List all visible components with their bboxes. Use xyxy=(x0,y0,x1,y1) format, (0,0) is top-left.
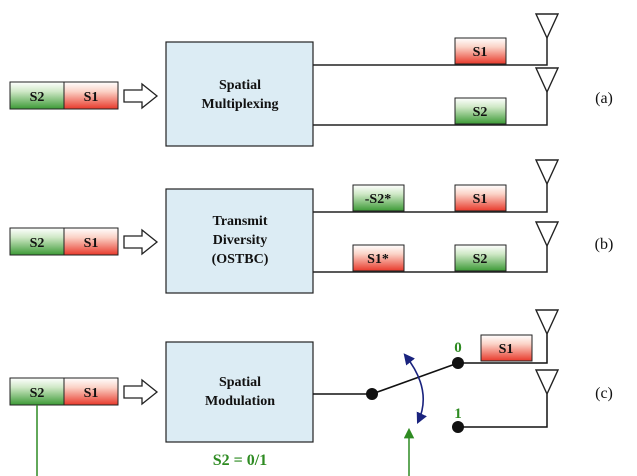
block-title-line2: Diversity xyxy=(213,233,267,248)
antenna-2-icon xyxy=(534,221,560,248)
ant1-symbol-b-box xyxy=(454,184,507,212)
block-title-line1: Transmit xyxy=(213,214,268,229)
feed-line-ant2 xyxy=(313,246,548,273)
ant2-symbol-a-box xyxy=(352,244,405,272)
ant1-symbol-box xyxy=(454,37,507,65)
antenna-1-icon xyxy=(534,309,560,336)
symbol-s2-box xyxy=(9,377,65,406)
symbol-s1-box xyxy=(63,81,119,110)
symbol-s1-box xyxy=(63,377,119,406)
ant2-symbol-b-label: S2 xyxy=(473,252,488,267)
symbol-s2-box xyxy=(9,81,65,110)
panel-label-a: (a) xyxy=(595,90,613,107)
hollow-arrow-icon xyxy=(123,378,159,406)
symbol-s2-label: S2 xyxy=(30,90,45,105)
hollow-arrow-icon xyxy=(123,228,159,256)
spatial-multiplexing-block xyxy=(165,41,314,147)
antenna-1-icon xyxy=(534,159,560,186)
block-title-line2: Multiplexing xyxy=(201,97,278,112)
symbol-s2-label: S2 xyxy=(30,236,45,251)
antenna-2-icon xyxy=(534,67,560,94)
feed-line-ant1 xyxy=(313,38,548,66)
symbol-s1-label: S1 xyxy=(84,90,99,105)
switch-pivot-dot xyxy=(366,388,378,400)
ant1-symbol-a-label: -S2* xyxy=(365,192,391,207)
feed-line-ant1 xyxy=(458,334,548,364)
input-symbols-b: S2 S1 xyxy=(9,227,119,256)
antenna-2-icon xyxy=(534,369,560,396)
spatial-modulation-block xyxy=(165,341,314,443)
ant1-symbol-b-label: S1 xyxy=(473,192,488,207)
panel-a: S2 S1 Spatial Multiplexing S1 S2 (a) xyxy=(9,13,613,147)
switch-toggle-arrow-icon xyxy=(403,353,427,425)
panel-label-b: (b) xyxy=(595,236,614,253)
input-symbols-a: S2 S1 xyxy=(9,81,119,110)
ant2-symbol-a-label: S1* xyxy=(367,252,389,267)
hollow-arrow-icon xyxy=(123,82,159,110)
input-symbols-c: S2 S1 xyxy=(9,377,119,406)
switch-label-0: 0 xyxy=(454,340,462,356)
symbol-s1-label: S1 xyxy=(84,236,99,251)
ant2-symbol-label: S2 xyxy=(473,105,488,120)
symbol-s1-label: S1 xyxy=(84,386,99,401)
symbol-s2-label: S2 xyxy=(30,386,45,401)
switch-blade xyxy=(371,362,459,395)
block-title-line1: Spatial xyxy=(219,78,261,93)
block-title-line1: Spatial xyxy=(219,375,261,390)
ant1-symbol-box xyxy=(480,334,533,362)
block-title-line3: (OSTBC) xyxy=(212,252,269,267)
switch-label-1: 1 xyxy=(454,406,462,422)
control-bit-label: S2 = 0/1 xyxy=(213,452,267,469)
ant1-symbol-label: S1 xyxy=(499,342,514,357)
symbol-s2-box xyxy=(9,227,65,256)
feed-line-ant2 xyxy=(313,92,548,126)
ant2-symbol-box xyxy=(454,97,507,125)
panel-label-c: (c) xyxy=(595,385,613,402)
panel-c: S2 S1 Spatial Modulation 0 1 S1 S2 = 0/1… xyxy=(9,309,613,476)
panel-b: S2 S1 Transmit Diversity (OSTBC) -S2* S1… xyxy=(9,159,614,294)
ant2-symbol-b-box xyxy=(454,244,507,272)
symbol-s1-box xyxy=(63,227,119,256)
antenna-1-icon xyxy=(534,13,560,40)
ant1-symbol-a-box xyxy=(352,184,405,212)
feed-line-ant1 xyxy=(313,184,548,213)
feed-line-ant2 xyxy=(458,394,548,428)
block-title-line2: Modulation xyxy=(205,394,275,409)
transmit-diversity-block xyxy=(165,188,314,294)
ant1-symbol-label: S1 xyxy=(473,45,488,60)
